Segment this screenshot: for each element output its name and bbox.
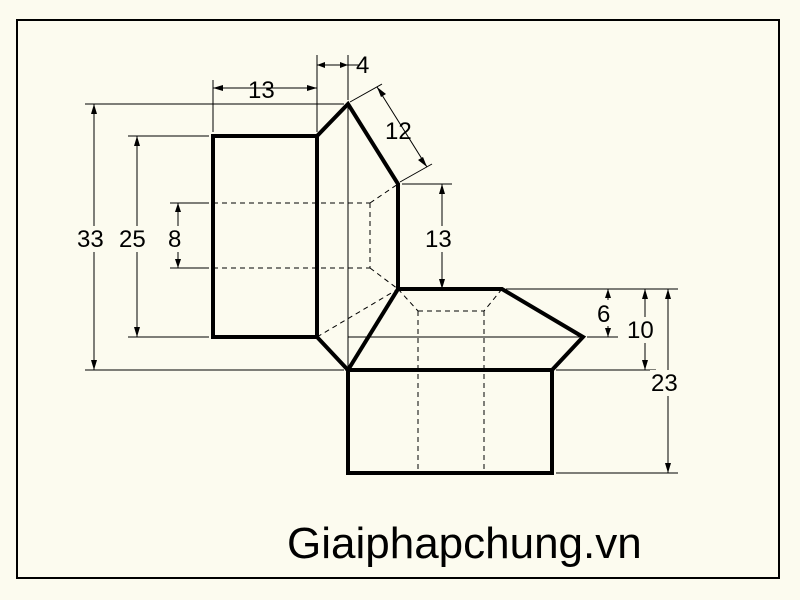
dimension-label-top-width: 13 xyxy=(248,77,275,104)
dimension-label-left-height: 25 xyxy=(119,226,146,253)
dimension-left-height: 25 xyxy=(118,135,209,338)
dimension-label-top-offset: 4 xyxy=(356,52,369,79)
dimension-inner-height: 8 xyxy=(166,202,209,269)
dimension-top-offset: 4 xyxy=(316,52,369,132)
dimension-label-right-total: 23 xyxy=(651,370,678,397)
dimension-label-right-small: 6 xyxy=(597,301,610,328)
watermark-text: Giaiphapchung.vn xyxy=(287,519,642,568)
drawing-frame xyxy=(16,19,780,579)
dimension-overall-height: 33 xyxy=(76,103,344,371)
dimension-label-inner-height: 8 xyxy=(168,226,181,253)
dimension-right-medium: 10 xyxy=(556,288,662,371)
hidden-lines xyxy=(213,183,503,473)
dimension-slant: 12 xyxy=(349,83,433,183)
dimension-label-overall-height: 33 xyxy=(77,226,104,253)
dimension-right-small: 6 xyxy=(506,288,618,338)
dimension-middle-height: 13 xyxy=(402,183,460,290)
dimension-label-middle-height: 13 xyxy=(425,226,452,253)
dimension-right-total: 23 xyxy=(556,288,686,474)
dimension-label-right-medium: 10 xyxy=(627,317,654,344)
dimension-label-slant: 12 xyxy=(385,118,412,145)
object-thin-edges xyxy=(347,104,583,370)
